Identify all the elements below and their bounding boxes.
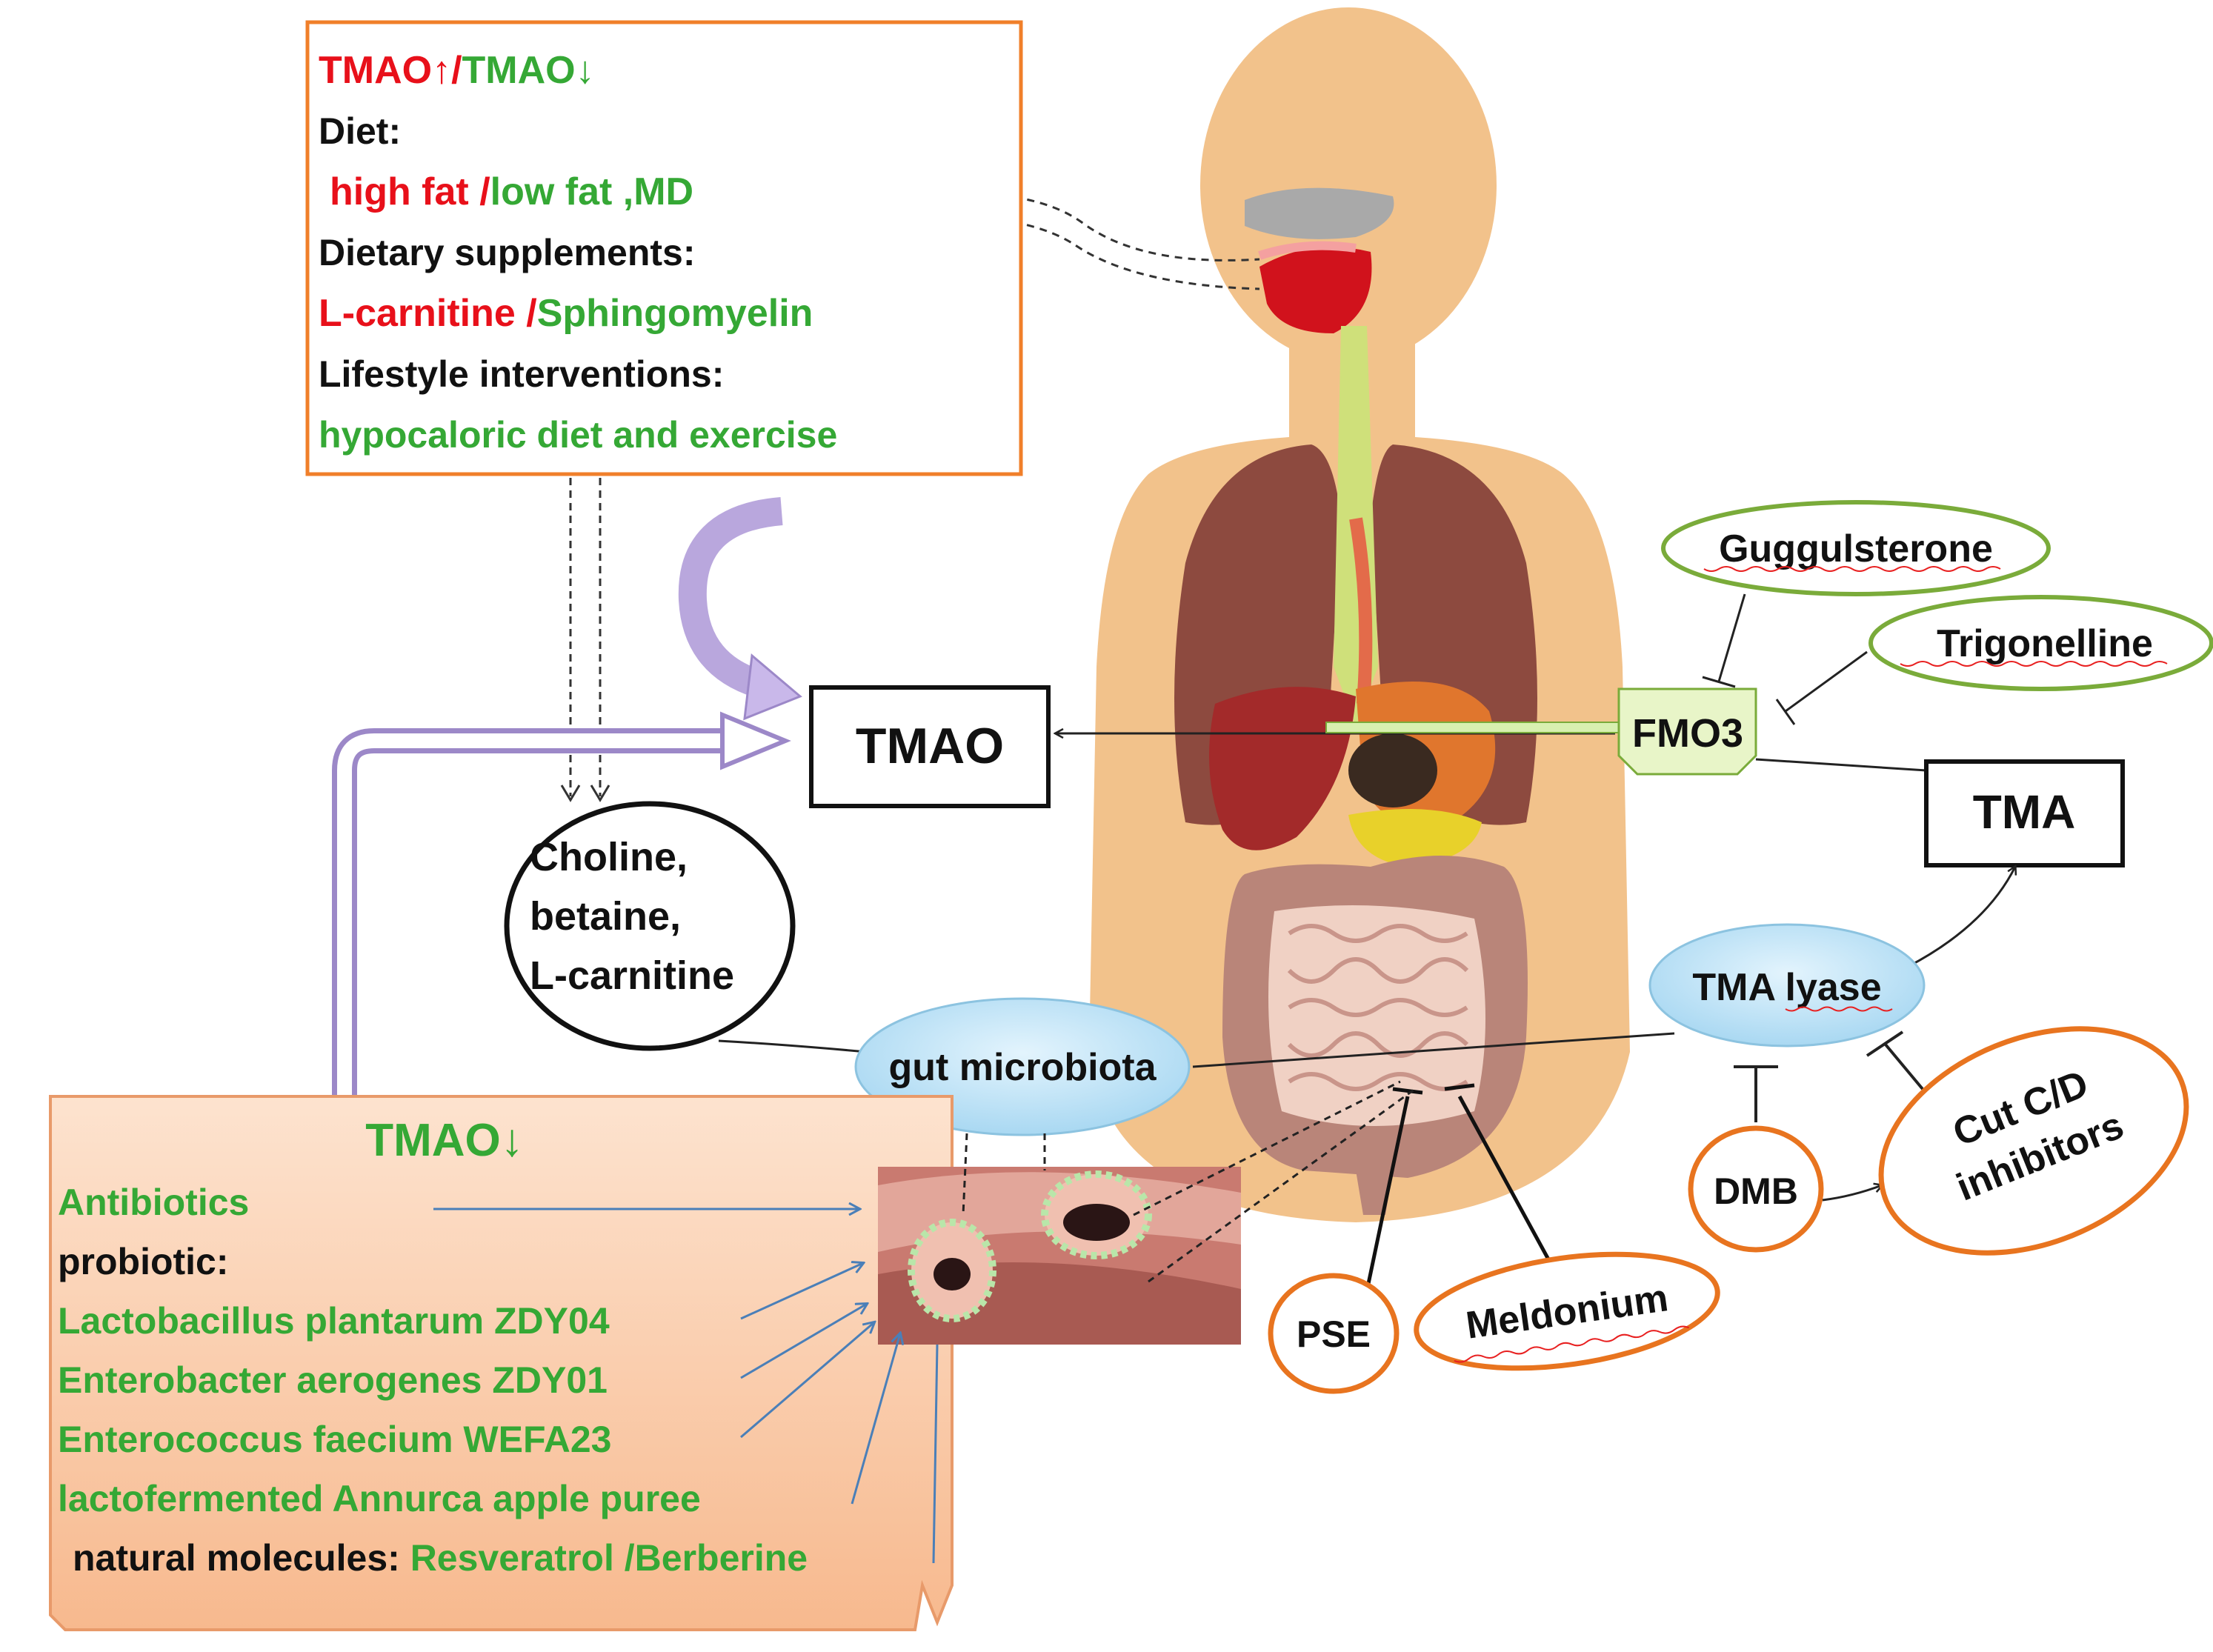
antibiotics-label: Antibiotics	[58, 1182, 249, 1223]
microbiota-dashed-links	[962, 1080, 1416, 1283]
supplement-items: L-carnitine /Sphingomyelin	[319, 292, 813, 335]
fmo3-label: FMO3	[1632, 711, 1743, 756]
gut-microbiota-label: gut microbiota	[888, 1046, 1157, 1089]
guggulsterone-node: Guggulsterone	[1661, 500, 2051, 596]
box-title: TMAO↑/TMAO↓	[319, 49, 595, 92]
dietary-box-border	[305, 20, 1023, 476]
dietary-factors-box: TMAO↑/TMAO↓ Diet: high fat /low fat ,MD …	[305, 20, 1023, 476]
nasal-cavity	[1245, 187, 1394, 239]
precursors-node: Choline, betaine, L-carnitine	[504, 801, 796, 1051]
small-intestine	[1268, 905, 1485, 1126]
tma-node: TMA	[1924, 759, 2125, 867]
probiotic-label: probiotic:	[58, 1241, 229, 1282]
probiotic-3: Enterococcus faecium WEFA23	[58, 1419, 611, 1460]
meldonium-node: Meldonium	[1414, 1251, 1720, 1371]
oral-cavity	[1259, 247, 1372, 333]
probiotic-2: Enterobacter aerogenes ZDY01	[58, 1359, 608, 1401]
lifestyle-label: Lifestyle interventions:	[319, 353, 724, 395]
probiotic-1: Lactobacillus plantarum ZDY04	[58, 1300, 610, 1342]
tma-to-fmo3-line	[1755, 758, 1927, 772]
interventions-box: TMAO↓ Antibiotics probiotic: Lactobacill…	[49, 1095, 954, 1631]
diet-label: Diet:	[319, 110, 401, 152]
intervention-blue-arrows	[433, 1209, 939, 1564]
tmao-down-label: TMAO↓	[462, 49, 595, 92]
tma-lyase-inhibition-lines	[1734, 1030, 1924, 1122]
liver	[1209, 687, 1356, 850]
guggulsterone-label: Guggulsterone	[1719, 527, 1993, 570]
precursor-betaine: betaine,	[530, 894, 681, 939]
tma-label: TMA	[1973, 785, 2076, 839]
supplements-label: Dietary supplements:	[319, 232, 695, 273]
dmb-node: DMB	[1688, 1125, 1824, 1253]
dmb-label: DMB	[1714, 1170, 1798, 1212]
natural-molecules: natural molecules: Resveratrol /Berberin…	[73, 1537, 808, 1579]
precursor-lcarnitine: L-carnitine	[530, 953, 734, 998]
gallbladder	[1348, 733, 1437, 807]
trigonelline-label: Trigonelline	[1937, 622, 2153, 665]
trigonelline-node: Trigonelline	[1868, 595, 2213, 691]
interventions-title: TMAO↓	[365, 1115, 524, 1166]
intestine-image	[878, 1167, 1241, 1345]
fmo3-node: FMO3	[1617, 687, 1757, 776]
cutcd-node: Cut C/D inhibitors	[1878, 1026, 2189, 1256]
purple-l-arrow	[332, 711, 791, 1096]
esophagus	[1349, 517, 1373, 705]
precursor-choline: Choline,	[530, 835, 688, 879]
tma-lyase-label: TMA lyase	[1692, 966, 1881, 1009]
dmb-to-cutcd-arrow	[1822, 1185, 1882, 1202]
tmao-up-label: TMAO↑	[319, 49, 451, 92]
purple-curved-arrow	[678, 497, 802, 721]
probiotic-4: lactofermented Annurca apple puree	[58, 1478, 701, 1519]
diet-items: high fat /low fat ,MD	[330, 170, 693, 213]
fmo3-inhibition-lines	[1702, 593, 1868, 725]
liver-fmo3-link	[1325, 722, 1631, 733]
microbiota-connections	[718, 867, 2015, 1068]
pse-label: PSE	[1297, 1313, 1371, 1355]
lifestyle-items: hypocaloric diet and exercise	[319, 414, 837, 456]
tmao-label: TMAO	[856, 718, 1004, 774]
tmao-node: TMAO	[809, 685, 1051, 808]
tma-lyase-node: TMA lyase	[1648, 923, 1926, 1048]
pancreas	[1348, 809, 1482, 867]
pse-node: PSE	[1268, 1273, 1400, 1394]
